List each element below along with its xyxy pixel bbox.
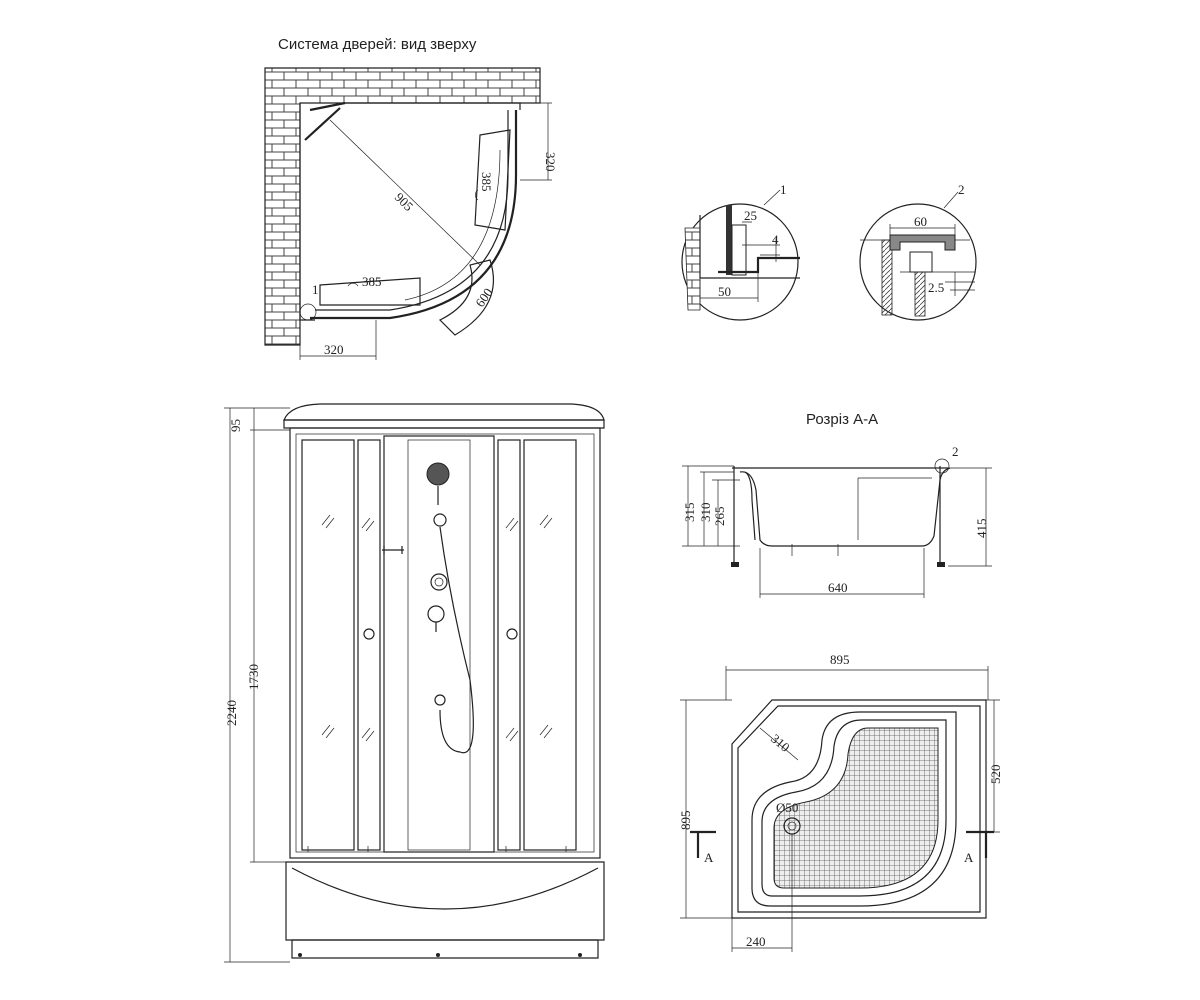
dim-tray-240: 240 bbox=[746, 934, 766, 949]
detail-2: 60 2.5 2 bbox=[859, 182, 977, 321]
section-title: Розріз А-А bbox=[806, 411, 878, 428]
dim-diag: 905 bbox=[392, 190, 416, 214]
dim-section-310: 310 bbox=[698, 503, 713, 523]
front-view: 95 1730 2240 bbox=[224, 403, 605, 963]
tray-outline bbox=[731, 699, 987, 919]
dim-tray-520: 520 bbox=[988, 765, 1003, 785]
top-view: Система дверей: вид зверху 905 320 385 3… bbox=[264, 36, 558, 360]
dim-front-2240: 2240 bbox=[224, 700, 239, 726]
detail-1: 25 4 50 1 bbox=[681, 182, 800, 321]
glass-panel-right-inner bbox=[497, 439, 521, 851]
detail-2-d60: 60 bbox=[914, 214, 927, 229]
section-aa: Розріз А-А 2 315 310 265 640 415 bbox=[682, 411, 992, 598]
dim-tray-drain: Ø50 bbox=[776, 800, 798, 815]
dim-side-right: 320 bbox=[543, 152, 558, 172]
shower-head-icon bbox=[426, 462, 450, 486]
dim-arc-right: 385 bbox=[479, 172, 494, 192]
detail-2-d25: 2.5 bbox=[928, 280, 944, 295]
anti-slip-grid bbox=[773, 727, 939, 889]
dim-section-415: 415 bbox=[974, 519, 989, 539]
door-handle-left bbox=[363, 628, 375, 640]
dim-tray-895-w: 895 bbox=[830, 652, 850, 667]
detail-2-label: 2 bbox=[958, 182, 965, 197]
dim-section-265: 265 bbox=[712, 507, 727, 527]
marker-1: 1 bbox=[312, 282, 319, 297]
glass-panel-right-outer bbox=[523, 439, 577, 851]
top-view-title: Система дверей: вид зверху bbox=[278, 36, 477, 53]
dim-front-95: 95 bbox=[228, 419, 243, 432]
cut-marker-right: A bbox=[964, 850, 974, 865]
tray-top-view: 895 Ø50 310 520 895 240 A A bbox=[678, 652, 1003, 952]
detail-1-d25: 25 bbox=[744, 208, 757, 223]
dim-arc-bottom: 385 bbox=[362, 274, 382, 289]
dim-tray-895-h: 895 bbox=[678, 811, 693, 831]
detail-1-d4: 4 bbox=[772, 232, 779, 247]
dim-tray-310: 310 bbox=[768, 731, 793, 755]
detail-1-label: 1 bbox=[780, 182, 787, 197]
cut-marker-left: A bbox=[704, 850, 714, 865]
back-panel bbox=[383, 435, 495, 853]
mixer-knob bbox=[430, 573, 448, 591]
dim-front-1730: 1730 bbox=[246, 664, 261, 690]
section-marker-2: 2 bbox=[952, 444, 959, 459]
glass-panel-left-inner bbox=[357, 439, 381, 851]
dim-section-640: 640 bbox=[828, 580, 848, 595]
glass-panel-left-outer bbox=[301, 439, 355, 851]
detail-1-d50: 50 bbox=[718, 284, 731, 299]
dim-section-315: 315 bbox=[682, 503, 697, 523]
dim-side-bottom: 320 bbox=[324, 342, 344, 357]
door-handle-right bbox=[506, 628, 518, 640]
